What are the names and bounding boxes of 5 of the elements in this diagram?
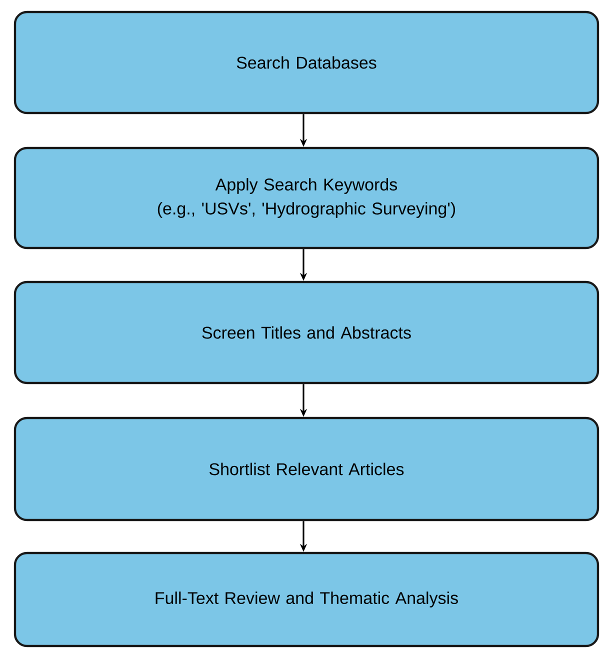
process-box: Screen Titles and Abstracts (14, 280, 600, 384)
process-box: Search Databases (14, 10, 600, 114)
process-box: Shortlist Relevant Articles (14, 416, 600, 522)
process-box: Apply Search Keywords (e.g., 'USVs', 'Hydrographic Surveying') (14, 146, 600, 250)
process-box: Full-Text Review and Thematic Analysis (14, 552, 600, 648)
